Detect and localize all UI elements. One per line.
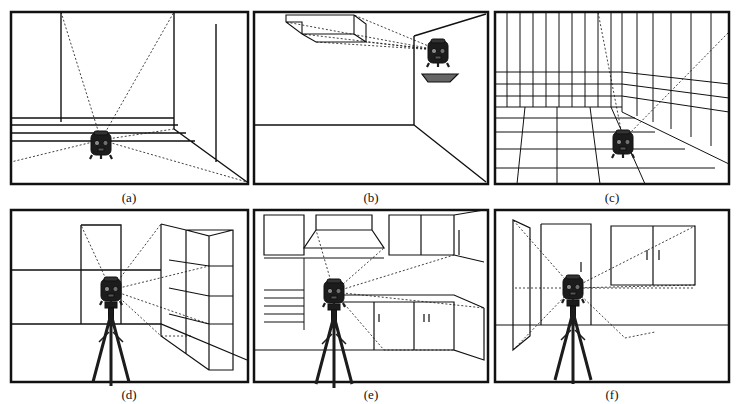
panel-c-line-line <box>598 12 729 140</box>
panel-b-line <box>422 74 458 82</box>
panel-a-line <box>11 12 248 184</box>
panel-e-line <box>323 279 345 307</box>
panel-d-line <box>93 302 129 386</box>
panel-b <box>254 12 488 184</box>
panel-d <box>11 210 248 386</box>
panel-e-line <box>316 230 484 350</box>
panel-f-line <box>555 300 591 384</box>
panel-e-line <box>264 210 484 262</box>
panel-label: (b) <box>363 191 378 204</box>
panel-d-line <box>11 225 247 360</box>
panel-c-line <box>495 72 729 112</box>
panel-a-line-line <box>11 12 247 182</box>
panel-e-line-line <box>316 230 484 350</box>
panel-f-line <box>513 220 695 350</box>
panel-d-line <box>100 277 122 305</box>
panel-c-line <box>495 107 729 184</box>
panel-label: (d) <box>121 388 136 401</box>
panel-f-line <box>562 275 584 303</box>
panel-b-line-line <box>286 15 438 50</box>
panel-b-line <box>254 12 488 184</box>
panel-c-line <box>637 12 711 146</box>
panel-e-line <box>304 215 384 248</box>
panel-e-line <box>254 295 484 360</box>
panel-b-line <box>427 39 449 67</box>
panel-b-line <box>286 15 366 42</box>
panel-f-line <box>495 210 729 382</box>
panel-label: (e) <box>364 388 378 401</box>
panel-e <box>254 210 488 388</box>
panel-d-line <box>161 224 233 370</box>
panel-c-line <box>612 130 634 158</box>
panel-d-line-line <box>81 224 209 336</box>
panel-label: (f) <box>606 388 619 401</box>
panel-d-line <box>81 224 209 336</box>
panel-a-line <box>90 131 112 159</box>
panel-label: (a) <box>122 191 136 204</box>
panel-b-line <box>254 14 486 182</box>
panel-a-line <box>11 12 247 182</box>
panel-e-line <box>264 258 384 330</box>
panel-label: (c) <box>605 191 619 204</box>
panel-a <box>11 12 248 184</box>
panel-e-line <box>316 304 352 388</box>
panel-b-line <box>286 15 438 50</box>
panel-c <box>495 12 729 184</box>
panel-f-line <box>495 220 729 350</box>
panel-c-line <box>598 12 729 140</box>
panel-e-line <box>254 210 488 382</box>
panel-d-line <box>11 210 248 382</box>
panel-f-line-line <box>513 220 695 350</box>
panel-c-line <box>507 12 622 112</box>
panel-f <box>495 210 729 384</box>
panel-c-line <box>495 12 729 184</box>
panel-a-line <box>11 12 247 182</box>
